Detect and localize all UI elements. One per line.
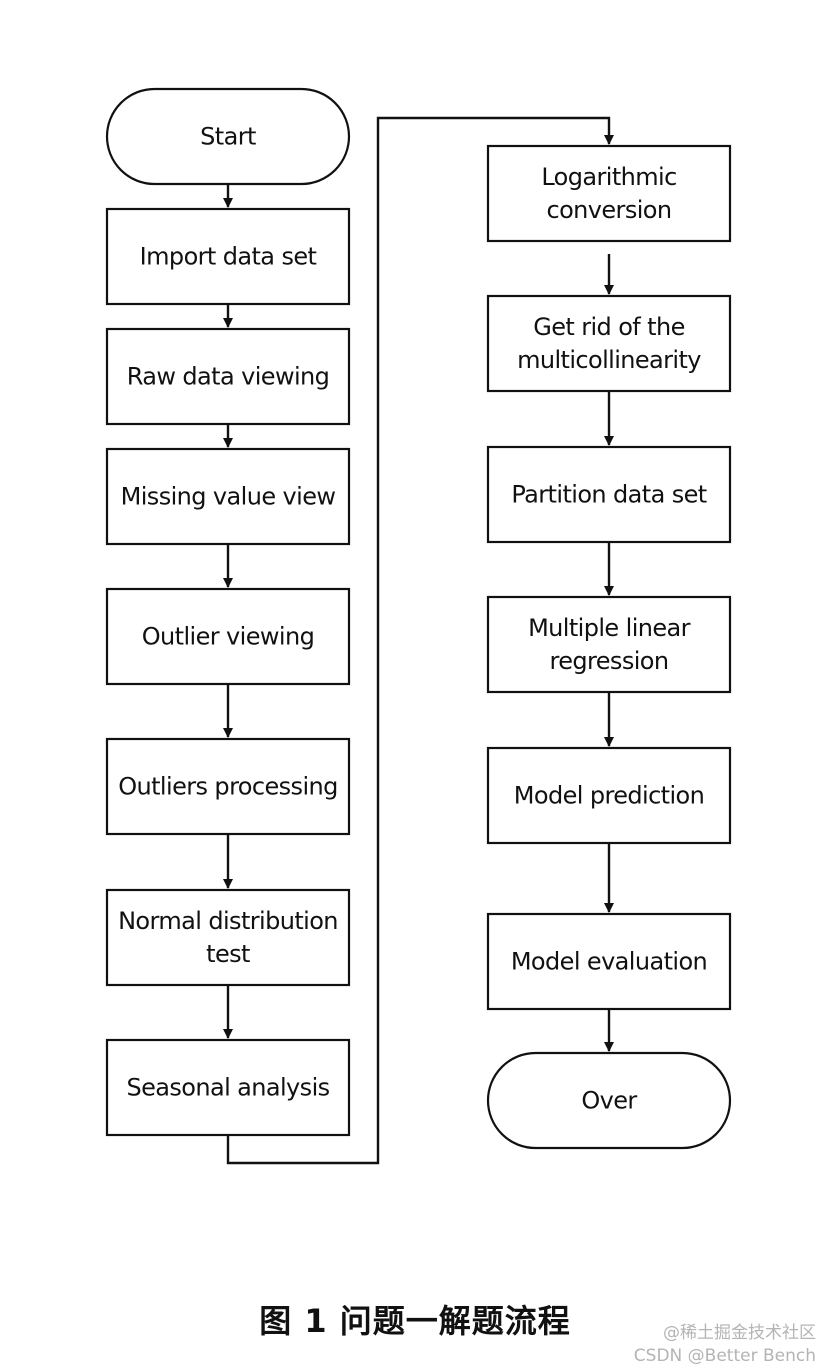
node-import-data-set: Import data set (105, 207, 351, 306)
node-raw-data-viewing: Raw data viewing (105, 327, 351, 426)
node-label-over: Over (581, 1087, 637, 1115)
node-label-logarithmic-conversion-line-2: conversion (547, 196, 672, 224)
node-model-evaluation: Model evaluation (486, 912, 732, 1011)
watermark-line-1: @稀土掘金技术社区 (663, 1323, 816, 1343)
node-normal-distribution-test: Normal distribution test (105, 888, 351, 987)
node-label-outlier-viewing: Outlier viewing (142, 623, 315, 651)
node-label-raw-data-viewing: Raw data viewing (127, 363, 330, 391)
process-box-multiple-linear-regression (486, 595, 732, 694)
watermark-line-2: CSDN @Better Bench (633, 1346, 816, 1366)
node-label-get-rid-of-multicollinearity-line-2: multicollinearity (517, 346, 701, 374)
figure-caption: 图 1 问题一解题流程 (259, 1302, 571, 1340)
node-logarithmic-conversion: Logarithmic conversion (486, 144, 732, 243)
node-label-normal-distribution-test-line-1: Normal distribution (118, 907, 338, 935)
node-partition-data-set: Partition data set (486, 445, 732, 544)
process-box-outliers-processing (105, 737, 351, 836)
watermark: @稀土掘金技术社区 CSDN @Better Bench (634, 1322, 816, 1368)
node-label-partition-data-set: Partition data set (511, 481, 706, 509)
node-label-model-evaluation: Model evaluation (511, 948, 707, 976)
node-label-outliers-processing: Outliers processing (118, 773, 338, 801)
node-label-multiple-linear-regression-line-1: Multiple linear (528, 614, 691, 642)
process-box-model-evaluation (486, 912, 732, 1011)
node-label-import-data-set: Import data set (140, 243, 317, 271)
process-box-partition-data-set (486, 445, 732, 544)
node-outliers-processing: Outliers processing (105, 737, 351, 836)
process-box-import-data-set (105, 207, 351, 306)
process-box-get-rid-of-multicollinearity (486, 294, 732, 393)
node-label-missing-value-view: Missing value view (121, 483, 336, 511)
node-missing-value-view: Missing value view (105, 447, 351, 546)
connectors (223, 116, 614, 1165)
node-label-get-rid-of-multicollinearity-line-1: Get rid of the (533, 313, 685, 341)
node-label-normal-distribution-test-line-2: test (206, 940, 250, 968)
node-start: Start (105, 87, 351, 186)
process-box-normal-distribution-test (105, 888, 351, 987)
node-seasonal-analysis: Seasonal analysis (105, 1038, 351, 1137)
node-get-rid-of-multicollinearity: Get rid of the multicollinearity (486, 294, 732, 393)
node-model-prediction: Model prediction (486, 746, 732, 845)
terminal-shape-over (486, 1051, 732, 1150)
terminal-shape-start (105, 87, 351, 186)
process-box-outlier-viewing (105, 587, 351, 686)
arrow-seasonal-analysis-to-logarithmic-conversion (226, 116, 614, 1165)
node-over: Over (486, 1051, 732, 1150)
process-box-model-prediction (486, 746, 732, 845)
process-box-seasonal-analysis (105, 1038, 351, 1137)
node-label-model-prediction: Model prediction (514, 782, 705, 810)
process-box-logarithmic-conversion (486, 144, 732, 243)
node-label-logarithmic-conversion-line-1: Logarithmic (541, 163, 676, 191)
node-label-start: Start (200, 123, 256, 151)
node-label-seasonal-analysis: Seasonal analysis (126, 1074, 329, 1102)
process-box-raw-data-viewing (105, 327, 351, 426)
node-multiple-linear-regression: Multiple linear regression (486, 595, 732, 694)
node-label-multiple-linear-regression-line-2: regression (549, 647, 668, 675)
process-box-missing-value-view (105, 447, 351, 546)
node-outlier-viewing: Outlier viewing (105, 587, 351, 686)
